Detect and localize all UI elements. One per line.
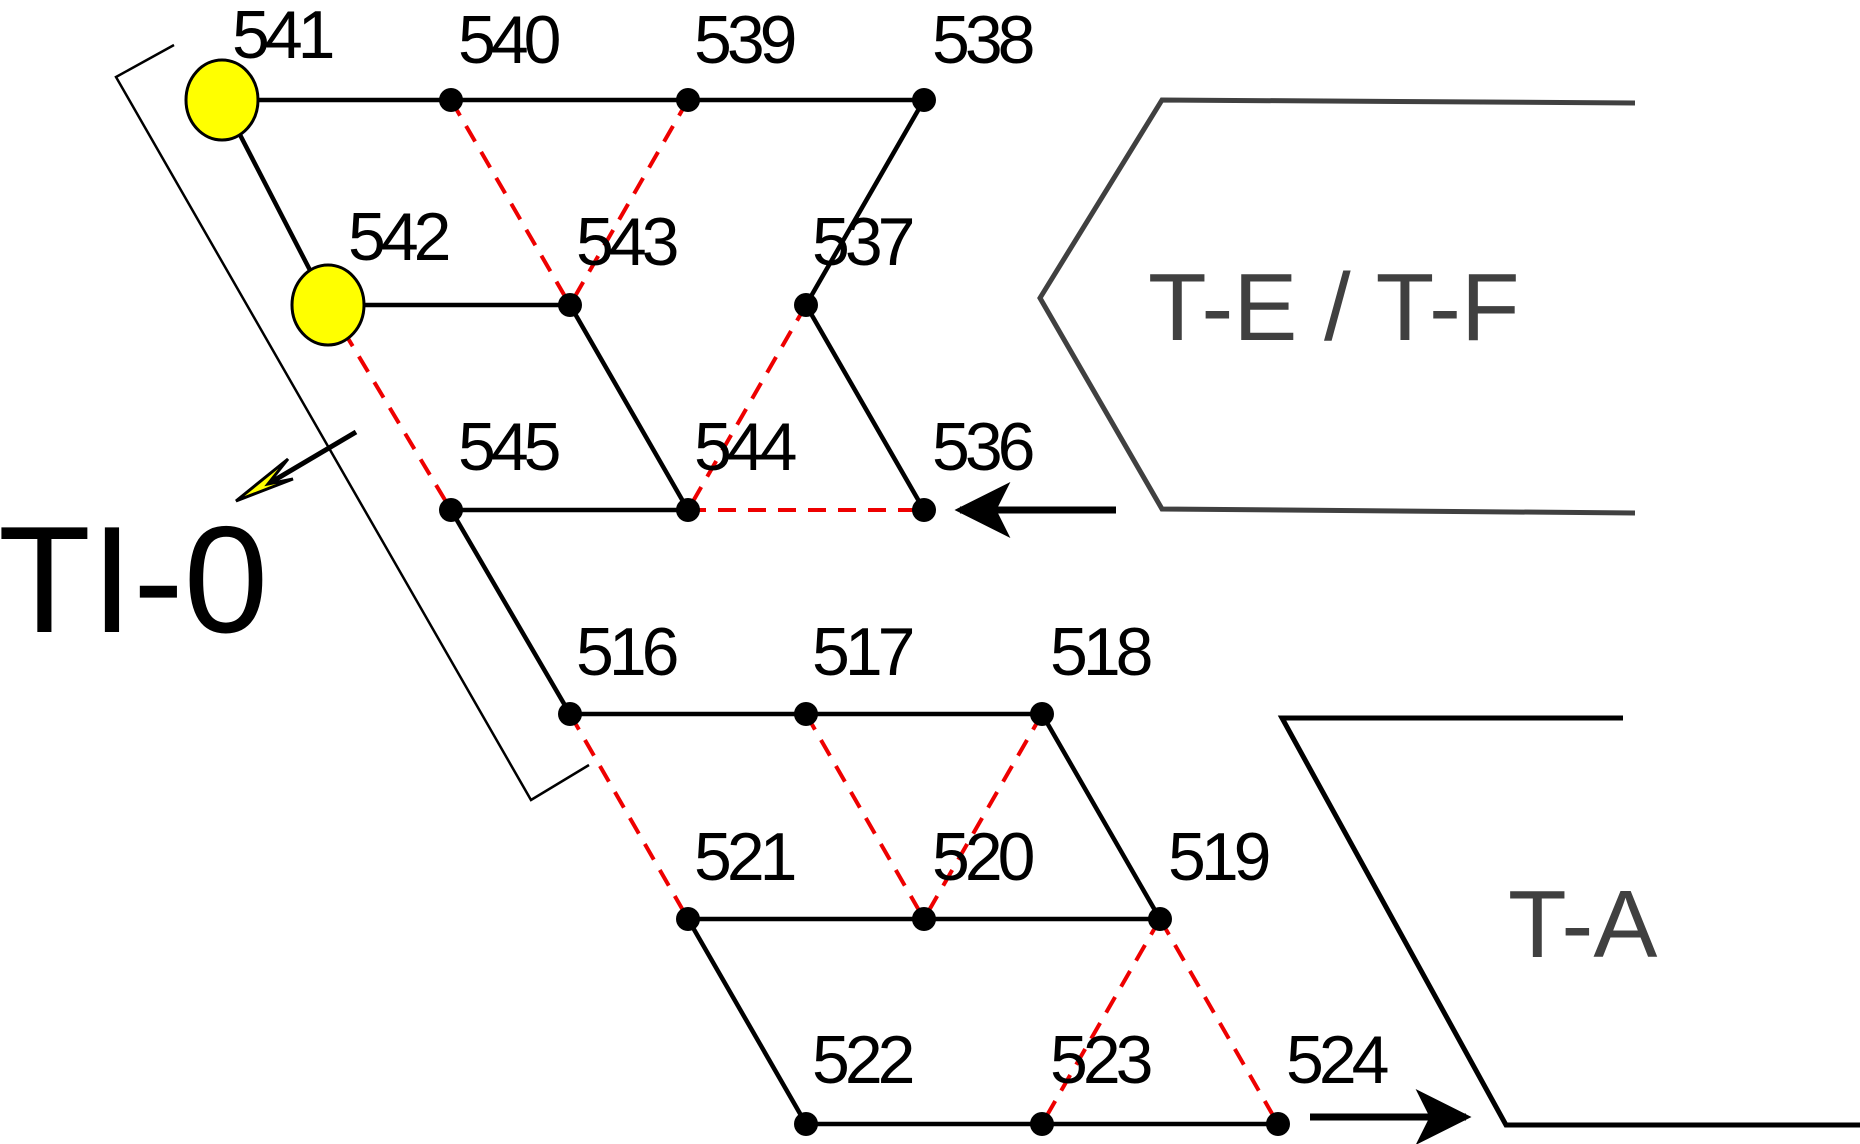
ta-region-label: T-A [1508,871,1657,978]
node-label-519: 519 [1168,819,1269,895]
node-521 [676,907,700,931]
node-label-521: 521 [694,819,795,895]
node-label-517: 517 [812,614,913,690]
node-label-542: 542 [348,199,449,275]
nodes [184,58,1290,1136]
te-tf-region-outline [1037,97,1636,516]
node-517 [794,702,818,726]
node-543 [558,293,582,317]
node-541-highlight [184,58,260,142]
node-label-524: 524 [1286,1022,1388,1098]
solid-edge-545-516 [449,508,572,716]
node-544 [676,498,700,522]
node-label-538: 538 [932,2,1033,78]
dashed-edge-539-543 [568,99,690,306]
solid-edge-537-536 [804,303,926,512]
node-label-540: 540 [458,2,560,78]
dashed-edge-516-521 [568,713,690,920]
node-539 [676,88,700,112]
node-label-544: 544 [694,409,796,485]
node-label-543: 543 [576,204,677,280]
solid-edge-521-522 [686,917,808,1126]
node-519 [1148,907,1172,931]
node-536 [912,498,936,522]
tl0-arrow-shaft [266,429,358,487]
node-label-518: 518 [1050,614,1151,690]
tl0-bracket [114,43,590,802]
node-label-539: 539 [694,2,795,78]
node-516 [558,702,582,726]
node-537 [794,293,818,317]
node-labels: 541 540 539 538 542 543 537 545 544 536 516 517 518 5… [232,0,1393,1098]
tl0-arrow-head [235,457,294,503]
node-545 [439,498,463,522]
te-tf-region-label: T-E / T-F [1148,254,1520,361]
dashed-edge-537-544 [686,304,808,511]
node-522 [794,1112,818,1136]
node-label-545: 545 [458,409,559,485]
node-520 [912,907,936,931]
dashed-edge-518-520 [922,713,1044,920]
node-523 [1030,1112,1054,1136]
node-label-522: 522 [812,1022,913,1098]
node-label-541: 541 [232,0,333,73]
solid-edge-538-537 [804,98,926,307]
node-label-516: 516 [576,614,677,690]
node-538 [912,88,936,112]
node-540 [439,88,463,112]
ta-region-outline [1277,715,1860,1128]
node-label-523: 523 [1050,1022,1151,1098]
tl0-label: TI-0 [0,495,268,665]
node-524 [1266,1112,1290,1136]
dashed-edge-517-520 [804,713,926,920]
node-label-520: 520 [932,819,1034,895]
solid-edge-543-544 [568,303,690,512]
dashed-edge-519-524 [1158,918,1280,1125]
node-542-highlight [290,263,366,347]
node-518 [1030,702,1054,726]
dashed-edge-540-543 [449,98,572,307]
node-label-536: 536 [932,409,1033,485]
solid-edge-518-519 [1040,712,1162,921]
dashed-edges [326,98,1280,1125]
node-label-537: 537 [812,204,913,280]
dashed-edge-519-523 [1040,918,1162,1125]
